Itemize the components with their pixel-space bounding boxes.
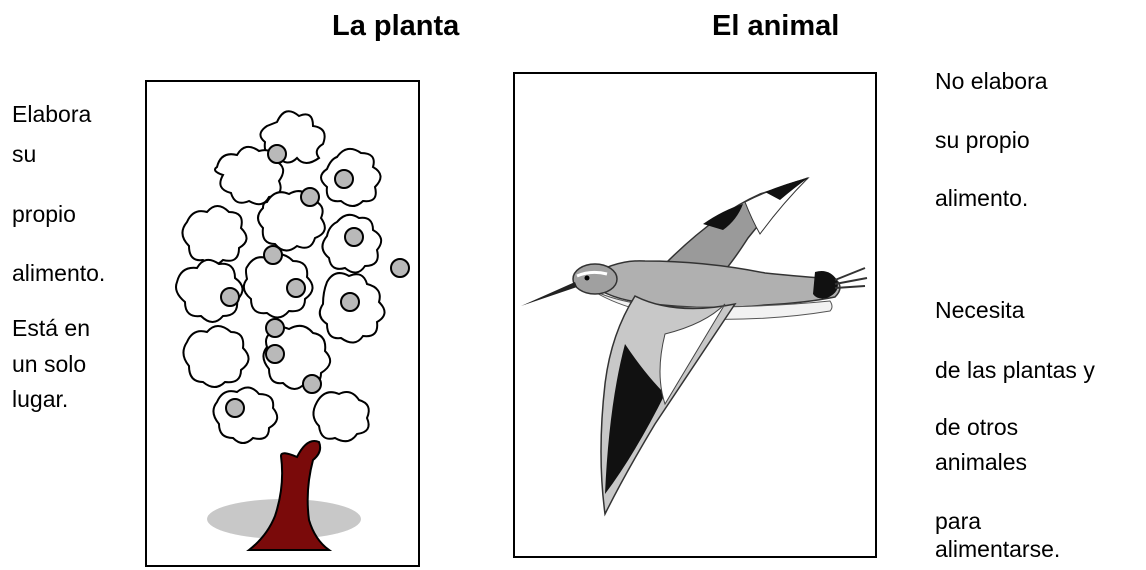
bird-bill [521,282,577,306]
animal-text-line: de las plantas y [935,356,1095,384]
fruit-icon [266,319,284,337]
fruit-icon [341,293,359,311]
plant-text-line: propio [12,200,76,228]
animal-text-line: de otros [935,413,1018,441]
plant-image-frame [145,80,420,567]
tree-illustration [147,82,418,565]
animal-text-line: alimento. [935,184,1028,212]
fruit-icon [391,259,409,277]
bird-head [573,264,617,294]
animal-text-line: para [935,507,981,535]
plant-text-line: alimento. [12,259,105,287]
fruit-icon [226,399,244,417]
fruit-icon [335,170,353,188]
bird-eye [585,276,590,281]
fruit-icon [287,279,305,297]
animal-text-line: alimentarse. [935,535,1060,563]
fruit-icon [345,228,363,246]
animal-text-line: No elabora [935,67,1048,95]
plant-text-line: su [12,140,36,168]
plant-text-line: Elabora [12,100,91,128]
animal-text-line: animales [935,448,1027,476]
animal-text-line: Necesita [935,296,1024,324]
fruit-icon [268,145,286,163]
fruit-icon [303,375,321,393]
fruit-icon [301,188,319,206]
fruit-icon [266,345,284,363]
animal-text-line: su propio [935,126,1030,154]
fruit-icon [264,246,282,264]
plant-text-line: un solo [12,350,86,378]
animal-image-frame [513,72,877,558]
heading-la-planta: La planta [332,6,459,46]
flying-bird-illustration [515,74,875,556]
heading-el-animal: El animal [712,6,839,46]
fruit-icon [221,288,239,306]
plant-text-line: lugar. [12,385,68,413]
plant-text-line: Está en [12,314,90,342]
